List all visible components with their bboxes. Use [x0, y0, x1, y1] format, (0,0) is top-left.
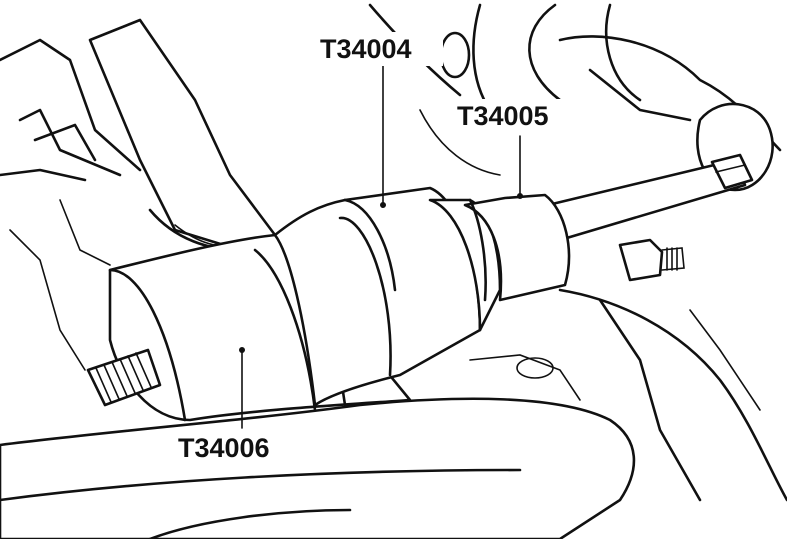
label-bg-t34006 — [173, 430, 303, 464]
threaded-bolt — [86, 348, 162, 407]
vehicle-structure — [0, 3, 787, 541]
label-t34004: T34004 — [320, 34, 412, 64]
label-bg-t34004 — [315, 32, 443, 66]
label-bg-t34005 — [452, 99, 582, 133]
label-t34005: T34005 — [457, 101, 549, 131]
tool-t34005 — [428, 193, 571, 332]
pressure-arm — [88, 18, 277, 252]
label-t34006: T34006 — [178, 433, 270, 463]
tool-t34004 — [273, 186, 482, 407]
spindle-rod — [546, 153, 754, 242]
leader-lines — [241, 61, 521, 429]
